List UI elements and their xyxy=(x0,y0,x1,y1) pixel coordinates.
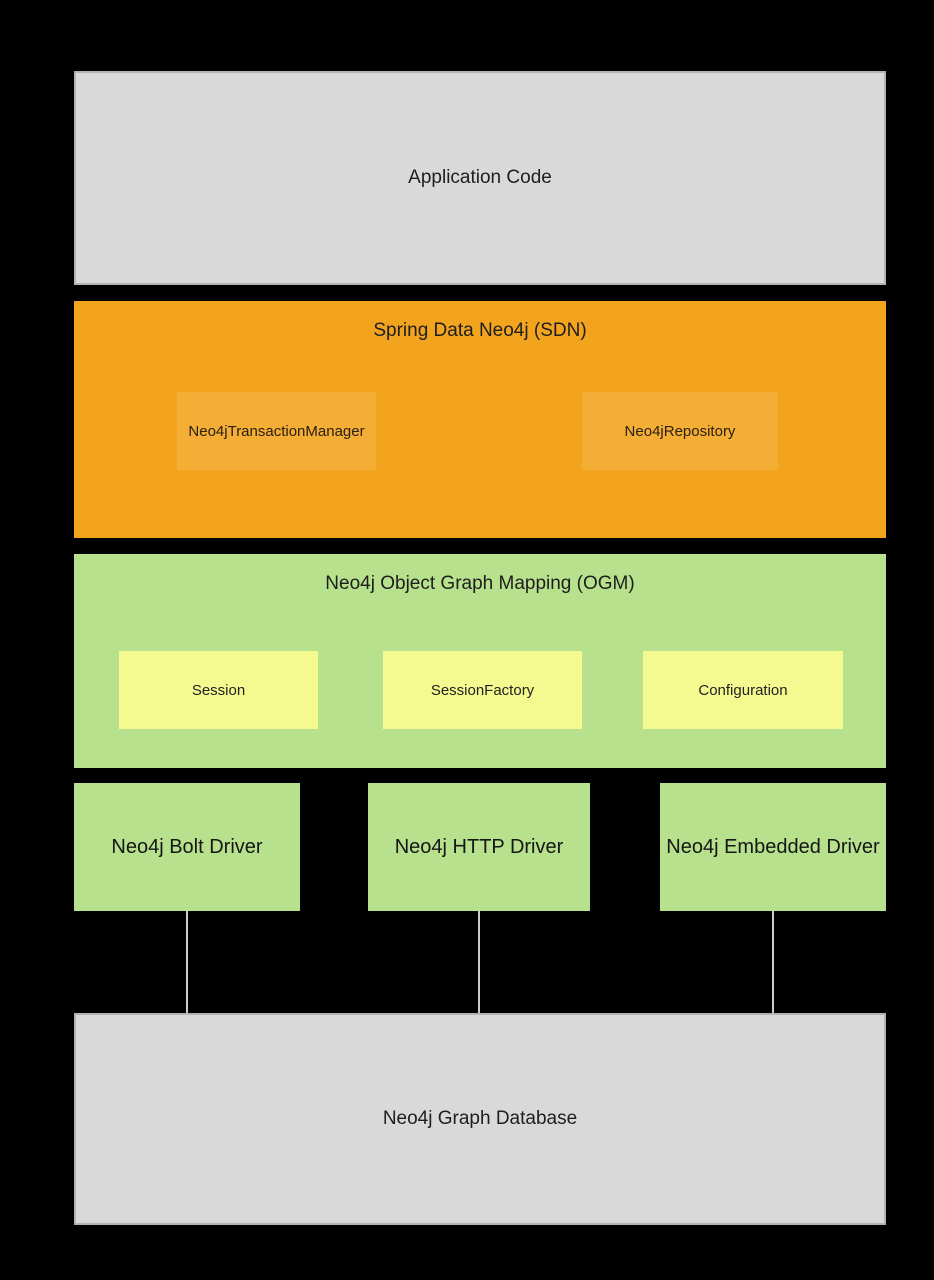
bolt-connector-line xyxy=(186,911,188,1013)
embedded-driver-label: Neo4j Embedded Driver xyxy=(666,835,880,858)
application-code-label: Application Code xyxy=(408,167,552,188)
transaction-manager-box: Neo4jTransactionManager xyxy=(177,392,376,470)
session-label: Session xyxy=(191,681,246,699)
repository-label: Neo4jRepository xyxy=(624,422,736,440)
sdn-layer-title: Spring Data Neo4j (SDN) xyxy=(373,320,587,341)
http-connector-line xyxy=(478,911,480,1013)
bolt-driver-label: Neo4j Bolt Driver xyxy=(111,835,263,858)
ogm-layer-box: Neo4j Object Graph Mapping (OGM) Session… xyxy=(74,554,886,768)
database-box: Neo4j Graph Database xyxy=(74,1013,886,1225)
http-driver-box: Neo4j HTTP Driver xyxy=(368,783,590,911)
http-driver-label: Neo4j HTTP Driver xyxy=(394,835,564,858)
embedded-connector-line xyxy=(772,911,774,1013)
database-label: Neo4j Graph Database xyxy=(382,1108,578,1129)
repository-box: Neo4jRepository xyxy=(582,392,778,470)
configuration-box: Configuration xyxy=(643,651,843,729)
sdn-layer-box: Spring Data Neo4j (SDN) Neo4jTransaction… xyxy=(74,301,886,538)
configuration-label: Configuration xyxy=(698,681,788,699)
transaction-manager-label: Neo4jTransactionManager xyxy=(188,422,365,440)
embedded-driver-box: Neo4j Embedded Driver xyxy=(660,783,886,911)
session-factory-label: SessionFactory xyxy=(430,681,535,699)
session-factory-box: SessionFactory xyxy=(383,651,582,729)
bolt-driver-box: Neo4j Bolt Driver xyxy=(74,783,300,911)
application-code-box: Application Code xyxy=(74,71,886,285)
ogm-layer-title: Neo4j Object Graph Mapping (OGM) xyxy=(325,573,635,594)
session-box: Session xyxy=(119,651,318,729)
